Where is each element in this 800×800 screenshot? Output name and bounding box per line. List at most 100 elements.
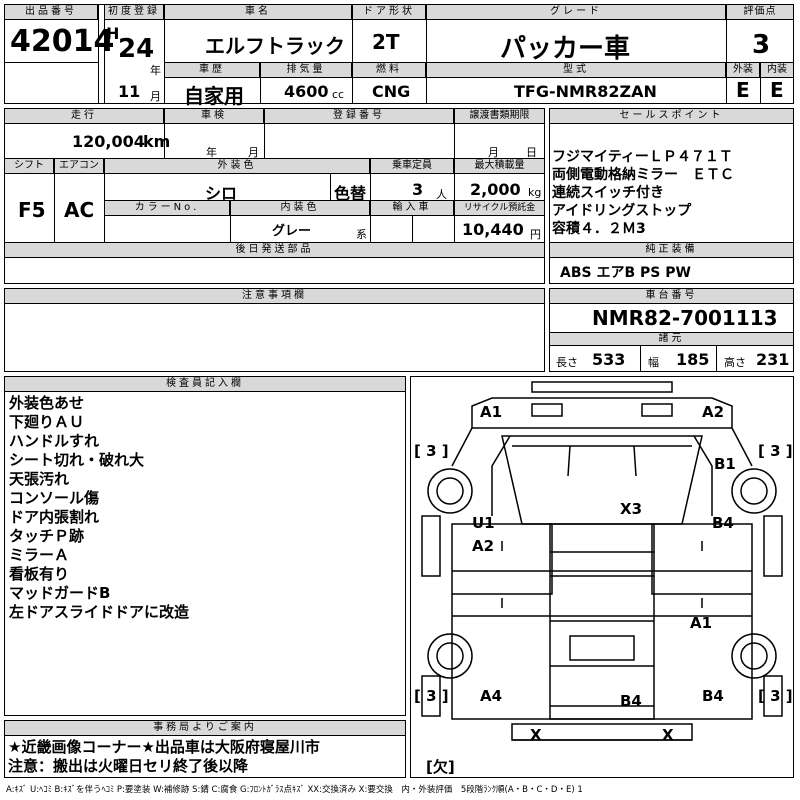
inspector-line: 下廻りＡＵ — [9, 413, 85, 431]
tire-bl: [ 3 ] — [414, 687, 449, 705]
recycle-label: リサイクル預託金 — [454, 200, 545, 216]
chassis-no: NMR82-7001113 — [592, 306, 778, 330]
car-name: エルフトラック — [205, 34, 345, 58]
inspector-line: マッドガードB — [9, 584, 111, 602]
color-change: 色替 — [334, 184, 367, 203]
lot-no-label: 出品番号 — [4, 4, 98, 20]
door: 2T — [372, 30, 400, 54]
equipment-label: 純正装備 — [549, 242, 794, 258]
damage-a1-center: A1 — [690, 614, 713, 632]
max-load: 2,000 — [470, 180, 521, 199]
inspector-line: ハンドルすれ — [9, 432, 100, 450]
width: 185 — [676, 350, 710, 369]
color-no-label: カラーNo. — [104, 200, 230, 216]
capacity-label: 乗車定員 — [370, 158, 454, 174]
damage-b1: B1 — [714, 455, 736, 473]
height: 231 — [756, 350, 790, 369]
year-unit: 年 — [150, 64, 161, 77]
recycle-unit: 円 — [530, 228, 541, 241]
exterior: E — [736, 78, 750, 102]
equipment: ABS エアB PS PW — [560, 265, 691, 281]
era: H — [106, 24, 120, 43]
shift: F5 — [18, 198, 46, 222]
inspector-line: シート切れ・破れ大 — [9, 451, 145, 469]
score: 3 — [752, 30, 771, 60]
import-label: 輸入車 — [370, 200, 454, 216]
displacement: 4600 — [284, 82, 329, 101]
mileage-unit: km — [143, 132, 171, 151]
reg-no-label: 登録番号 — [264, 108, 454, 124]
exterior-label: 外装 — [726, 62, 760, 78]
tire-tl: [ 3 ] — [414, 442, 449, 460]
model-label: 型式 — [426, 62, 726, 78]
inspector-line: 天張汚れ — [9, 470, 70, 488]
int-color-suffix: 系 — [356, 228, 367, 241]
inspector-line: 左ドアスライドドアに改造 — [9, 603, 190, 621]
int-color: グレー — [272, 224, 312, 239]
sales-line: 容積４．２Ｍ3 — [552, 221, 646, 237]
year: 24 — [118, 34, 155, 64]
inspector-line: ミラーＡ — [9, 546, 70, 564]
damage-b4-center: B4 — [620, 692, 642, 710]
damage-x-left: X — [530, 726, 542, 744]
fuel-label: 燃料 — [352, 62, 426, 78]
transfer-label: 譲渡書類期限 — [454, 108, 545, 124]
month: 11 — [118, 82, 141, 101]
car-outline-drawing — [421, 381, 783, 741]
sales-line: 連続スイッチ付き — [552, 185, 664, 201]
sales-line: アイドリングストップ — [552, 203, 692, 219]
damage-a2-left: A2 — [472, 537, 495, 555]
inspector-label: 検査員記入欄 — [4, 376, 406, 392]
caution-label: 注意事項欄 — [4, 288, 545, 304]
interior: E — [770, 78, 784, 102]
damage-a1-left: A1 — [480, 403, 503, 421]
inspector-line: タッチＰ跡 — [9, 527, 85, 545]
office-line: 注意：搬出は火曜日セリ終了後以降 — [8, 757, 249, 775]
ac-label: エアコン — [54, 158, 104, 174]
height-label: 高さ — [724, 356, 746, 369]
capacity: 3 — [412, 180, 424, 199]
damage-x3: X3 — [620, 500, 643, 518]
lot-no: 42014 — [10, 24, 115, 59]
spec-label: 諸元 — [549, 332, 794, 346]
displacement-label: 排気量 — [260, 62, 352, 78]
inspection-year-unit: 年 — [206, 146, 217, 159]
damage-u1: U1 — [472, 514, 495, 532]
sales-label: セールスポイント — [549, 108, 794, 124]
grade-label: グレード — [426, 4, 726, 20]
inspection-month-unit: 月 — [248, 146, 259, 159]
model: TFG-NMR82ZAN — [514, 82, 657, 101]
max-load-unit: kg — [528, 186, 542, 199]
later-parts-label: 後日発送部品 — [4, 242, 545, 258]
score-label: 評価点 — [726, 4, 794, 20]
tire-br: [ 3 ] — [758, 687, 793, 705]
spare-tire: [欠] — [426, 758, 455, 776]
transfer-day-unit: 日 — [526, 146, 537, 159]
int-color-label: 内装色 — [230, 200, 370, 216]
car-name-label: 車名 — [164, 4, 352, 20]
header-section — [4, 4, 794, 104]
sales-line: フジマイティーＬＰ４７１Ｔ — [552, 149, 733, 165]
inspector-section — [4, 376, 406, 716]
history-label: 車歴 — [164, 62, 260, 78]
damage-a2-right: A2 — [702, 403, 725, 421]
office-line: ★近畿画像コーナー★出品車は大阪府寝屋川市 — [8, 738, 320, 756]
office-label: 事務局よりご案内 — [4, 720, 406, 736]
transfer-month-unit: 月 — [488, 146, 499, 159]
inspector-line: 看板有り — [9, 565, 70, 583]
chassis-label: 車台番号 — [549, 288, 794, 304]
damage-a4: A4 — [480, 687, 503, 705]
damage-b4-right-upper: B4 — [712, 514, 734, 532]
interior-label: 内装 — [760, 62, 794, 78]
damage-b4-right-lower: B4 — [702, 687, 724, 705]
length: 533 — [592, 350, 626, 369]
ext-color: シロ — [205, 184, 238, 203]
tire-tr: [ 3 ] — [758, 442, 793, 460]
max-load-label: 最大積載量 — [454, 158, 545, 174]
inspector-line: ドア内張割れ — [9, 508, 100, 526]
door-label: ドア形状 — [352, 4, 426, 20]
inspector-lines: 外装色あせ 下廻りＡＵ ハンドルすれ シート切れ・破れ大 天張汚れ コンソール傷… — [9, 394, 189, 622]
length-label: 長さ — [556, 356, 578, 369]
width-label: 幅 — [648, 356, 659, 369]
displacement-unit: cc — [332, 88, 345, 101]
